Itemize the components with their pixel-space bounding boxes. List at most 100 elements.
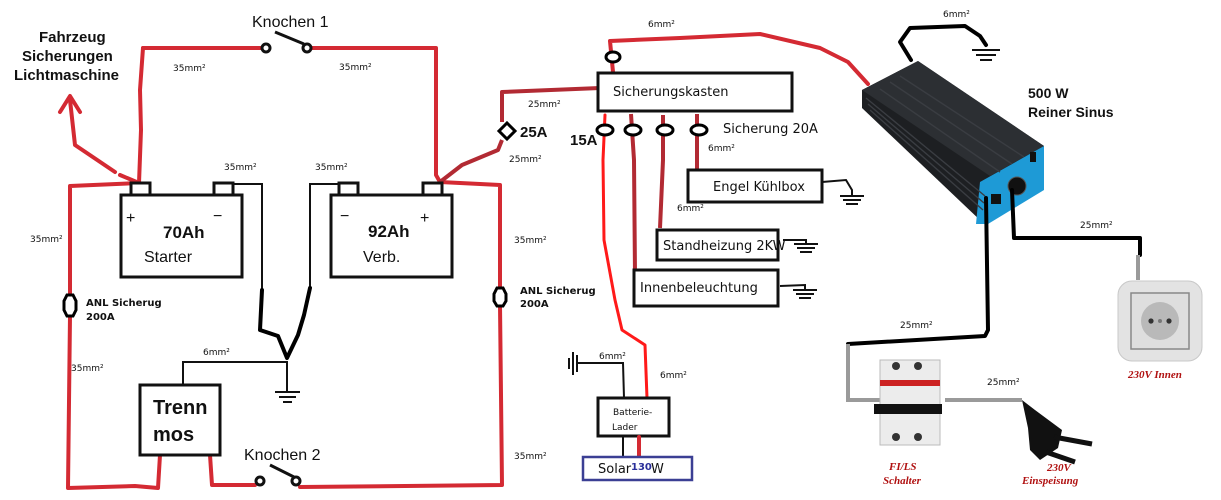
ground-icon	[972, 49, 1000, 61]
wire-ac-rcbo	[846, 196, 990, 346]
svg-text:6mm²: 6mm²	[943, 10, 970, 20]
svg-text:Trenn: Trenn	[153, 397, 207, 419]
anl-fuse-right-icon	[492, 286, 508, 308]
svg-text:Innenbeleuchtung: Innenbeleuchtung	[640, 281, 758, 296]
wire-left-side	[66, 181, 162, 490]
svg-text:6mm²: 6mm²	[599, 352, 626, 362]
fuse-lights-icon	[623, 123, 643, 137]
svg-text:35mm²: 35mm²	[315, 163, 348, 173]
svg-text:35mm²: 35mm²	[173, 64, 206, 74]
battery-plus-icon: +	[126, 210, 135, 227]
wire-ac-grey	[846, 344, 1022, 402]
fuse-heater-icon	[655, 123, 675, 137]
service-name: Verb.	[363, 249, 400, 266]
fuse-25a-icon	[496, 120, 518, 142]
ground-wiring	[182, 183, 339, 403]
battery-switch-1[interactable]	[260, 30, 313, 54]
fuse-20a-label: Sicherung 20A	[723, 122, 818, 137]
svg-text:35mm²: 35mm²	[339, 63, 372, 73]
inverter	[862, 61, 1044, 224]
service-battery: − + 92Ah Verb.	[329, 181, 454, 279]
wire-to-vehicle	[68, 98, 117, 174]
battery-charger: 6mm² 6mm² Batterie- Lader	[568, 352, 687, 459]
wire-right-side	[298, 180, 504, 489]
rcbo-breaker-icon	[874, 359, 942, 446]
svg-text:6mm²: 6mm²	[660, 371, 687, 381]
svg-text:Lichtmaschine: Lichtmaschine	[14, 67, 119, 84]
svg-text:Schalter: Schalter	[883, 475, 922, 487]
anl-right-label: ANL Sicherug	[520, 286, 596, 297]
battery-switch-2[interactable]	[254, 463, 302, 487]
svg-text:25mm²: 25mm²	[900, 321, 933, 331]
vehicle-fuses-label: Fahrzeug Sicherungen Lichtmaschine	[14, 29, 119, 84]
fuse-15a-icon	[595, 123, 615, 137]
svg-text:Reiner Sinus: Reiner Sinus	[1028, 104, 1114, 120]
fridge-load: Engel Kühlbox	[686, 168, 864, 205]
starter-battery: + − 70Ah Starter	[119, 181, 244, 279]
fuse-15a-label: 15A	[570, 132, 598, 149]
heater-load: Standheizung 2KW	[655, 228, 818, 262]
svg-text:Lader: Lader	[612, 423, 638, 433]
rcbo-label: FI/LS	[888, 461, 917, 473]
svg-text:mos: mos	[153, 424, 194, 446]
starter-name: Starter	[144, 249, 193, 266]
svg-text:25mm²: 25mm²	[1080, 221, 1113, 231]
wire-inverter-feed	[608, 32, 870, 86]
svg-text:200A: 200A	[520, 299, 549, 310]
lights-load: Innenbeleuchtung	[632, 268, 817, 308]
svg-text:Engel Kühlbox: Engel Kühlbox	[713, 180, 805, 195]
wire-top-right	[304, 46, 442, 184]
svg-text:6mm²: 6mm²	[203, 348, 230, 358]
solar-panel: Solar 130 W	[581, 455, 694, 482]
ground-icon	[275, 391, 300, 403]
svg-text:25mm²: 25mm²	[509, 155, 542, 165]
plug-label: 230V	[1046, 462, 1073, 474]
svg-text:Einspeisung: Einspeisung	[1021, 475, 1079, 487]
ground-icon	[794, 243, 818, 253]
svg-text:Solar: Solar	[598, 462, 632, 477]
svg-text:Batterie-: Batterie-	[613, 408, 652, 418]
anl-left-label: ANL Sicherug	[86, 298, 162, 309]
ground-icon	[793, 289, 817, 299]
ac-socket-icon	[1117, 280, 1203, 362]
wire-ac-socket	[1010, 188, 1142, 257]
arrow-up-icon	[58, 94, 82, 114]
wire-alternator-feed	[137, 46, 145, 185]
svg-text:6mm²: 6mm²	[677, 204, 704, 214]
fuse-box: Sicherungskasten	[596, 71, 794, 113]
svg-text:Standheizung 2KW: Standheizung 2KW	[663, 239, 786, 254]
switch-2-label: Knochen 2	[244, 447, 321, 464]
switch-1-label: Knochen 1	[252, 14, 329, 31]
power-plug-icon	[1022, 400, 1093, 465]
anl-fuse-left-icon	[62, 293, 78, 318]
wire-lights	[629, 113, 637, 276]
svg-text:35mm²: 35mm²	[514, 236, 547, 246]
svg-text:6mm²: 6mm²	[648, 20, 675, 30]
fuse-fridge-icon	[689, 123, 709, 137]
svg-text:W: W	[651, 462, 664, 477]
wire-inverter-ground	[898, 24, 988, 62]
svg-text:Sicherungskasten: Sicherungskasten	[613, 85, 728, 100]
svg-text:6mm²: 6mm²	[708, 144, 735, 154]
inverter-label: 500 W	[1028, 85, 1069, 101]
isolator-module: Trenn mos	[138, 383, 222, 457]
socket-label: 230V Innen	[1127, 369, 1182, 381]
battery-plus-icon: +	[420, 210, 429, 227]
battery-minus-icon: −	[340, 208, 349, 225]
wire-isolator-out	[208, 453, 257, 487]
svg-text:Sicherungen: Sicherungen	[22, 48, 113, 65]
wire-fusebox-feed	[438, 86, 601, 184]
main-power-loop	[58, 46, 601, 490]
battery-minus-icon: −	[213, 208, 222, 225]
svg-text:Fahrzeug: Fahrzeug	[39, 29, 106, 46]
service-capacity: 92Ah	[368, 222, 410, 241]
ground-icon	[568, 352, 578, 375]
starter-capacity: 70Ah	[163, 223, 205, 242]
svg-text:35mm²: 35mm²	[71, 364, 104, 374]
svg-text:200A: 200A	[86, 312, 115, 323]
svg-text:35mm²: 35mm²	[30, 235, 63, 245]
fuse-25a-label: 25A	[520, 124, 548, 141]
fuse-inverter-icon	[604, 50, 622, 64]
svg-text:25mm²: 25mm²	[987, 378, 1020, 388]
